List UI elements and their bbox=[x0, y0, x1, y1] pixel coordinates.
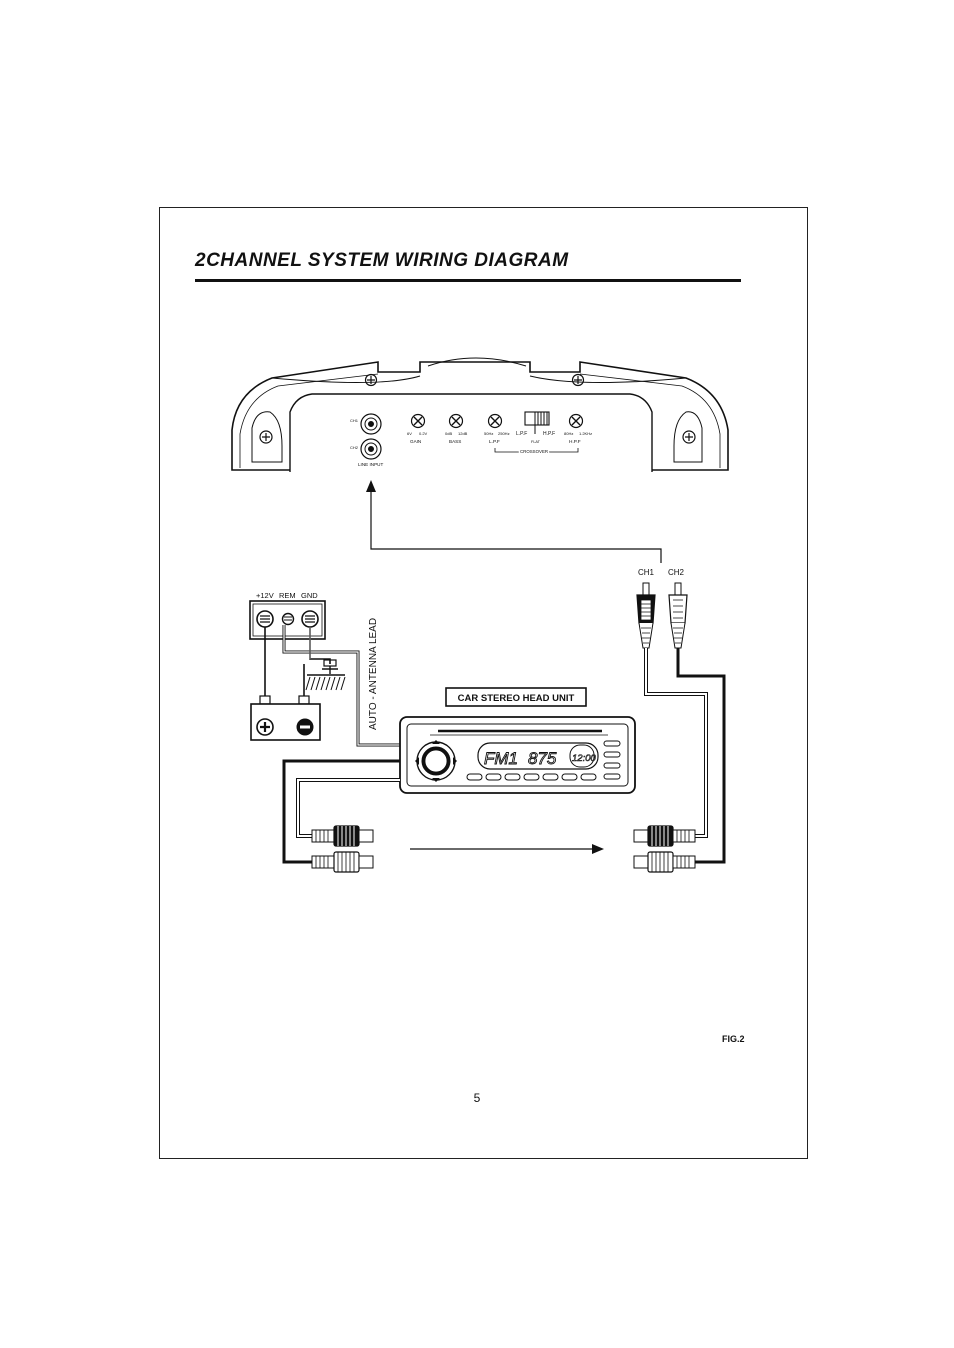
rca-cable-ch1 bbox=[644, 648, 708, 838]
switch-hpf-label: H.P.F bbox=[543, 431, 555, 437]
line-input-jack-ch1 bbox=[360, 413, 382, 435]
page-number: 5 bbox=[473, 1091, 481, 1105]
bass-label: BASS bbox=[449, 439, 461, 444]
amplifier-top-ridge bbox=[271, 375, 687, 384]
rca-plug-left-bottom bbox=[311, 851, 374, 873]
side-button[interactable] bbox=[603, 740, 621, 747]
left-side-foot bbox=[251, 411, 283, 463]
amplifier bbox=[231, 357, 729, 472]
signal-arrow bbox=[366, 480, 662, 563]
head-unit-display bbox=[477, 742, 599, 770]
ground-icon bbox=[305, 659, 346, 691]
ch1-input-label: CH1 bbox=[350, 418, 359, 423]
preset-button[interactable] bbox=[485, 773, 502, 781]
amplifier-panel bbox=[289, 393, 653, 472]
side-button[interactable] bbox=[603, 751, 621, 758]
rca-plug-left-top bbox=[311, 825, 374, 847]
battery bbox=[250, 695, 321, 741]
amplifier-top-hump bbox=[427, 357, 527, 367]
preset-buttons bbox=[466, 773, 597, 781]
plus12v-label: +12V bbox=[256, 591, 274, 600]
side-button[interactable] bbox=[603, 762, 621, 769]
side-button[interactable] bbox=[603, 773, 621, 780]
screw-icon bbox=[259, 430, 273, 444]
display-frequency: 875 bbox=[528, 749, 557, 768]
battery-positive-icon bbox=[256, 718, 274, 736]
bass-min-label: 0dB bbox=[445, 431, 452, 436]
preset-button[interactable] bbox=[561, 773, 578, 781]
rca-plug-ch1 bbox=[636, 582, 656, 649]
display-clock: 12:00 bbox=[572, 753, 596, 764]
title-rule bbox=[195, 279, 741, 282]
hpf-label: H.P.F bbox=[569, 439, 581, 445]
rca-ch2-label: CH2 bbox=[668, 568, 685, 577]
power-terminal-block bbox=[249, 600, 326, 640]
hpf-max-label: 1.2KHz bbox=[579, 431, 592, 436]
screw-icon bbox=[682, 430, 696, 444]
hpf-min-label: 80Hz bbox=[564, 431, 573, 436]
amplifier-inner-line bbox=[239, 373, 721, 468]
preset-button[interactable] bbox=[466, 773, 483, 781]
switch-lpf-label: L.P.F bbox=[516, 431, 527, 437]
lpf-min-label: 50Hz bbox=[484, 431, 493, 436]
head-unit bbox=[399, 716, 636, 794]
lpf-max-label: 250Hz bbox=[498, 431, 510, 436]
gnd-label: GND bbox=[301, 591, 318, 600]
power-wires bbox=[264, 625, 402, 747]
gain-knob bbox=[410, 413, 426, 429]
preset-button[interactable] bbox=[542, 773, 559, 781]
screw-icon bbox=[364, 373, 378, 387]
rca-plug-right-top bbox=[633, 825, 696, 847]
lpf-knob bbox=[487, 413, 503, 429]
head-unit-label: CAR STEREO HEAD UNIT bbox=[458, 693, 575, 704]
switch-flat-label: FLAT bbox=[531, 440, 541, 444]
crossover-bracket bbox=[494, 448, 579, 453]
page-frame bbox=[159, 207, 808, 1159]
side-buttons bbox=[603, 740, 621, 780]
rca-plug-ch2 bbox=[668, 582, 688, 649]
antenna-lead-label: AUTO - ANTENNA LEAD bbox=[368, 618, 379, 730]
gain-label: GAIN bbox=[410, 439, 421, 444]
gnd-terminal bbox=[301, 610, 319, 628]
preset-button[interactable] bbox=[580, 773, 597, 781]
head-unit-label-box bbox=[445, 687, 587, 707]
rem-label: REM bbox=[279, 591, 296, 600]
page-title: 2CHANNEL SYSTEM WIRING DIAGRAM bbox=[195, 250, 569, 271]
volume-knob[interactable] bbox=[415, 740, 457, 782]
rca-plug-right-bottom bbox=[633, 851, 696, 873]
crossover-label: CROSSOVER bbox=[520, 449, 548, 454]
right-side-foot bbox=[673, 411, 703, 463]
rca-ch1-label: CH1 bbox=[638, 568, 655, 577]
gain-min-label: 6V bbox=[407, 431, 412, 436]
figure-label: FIG.2 bbox=[722, 1034, 745, 1044]
crossover-switch bbox=[524, 411, 550, 434]
preset-button[interactable] bbox=[523, 773, 540, 781]
screw-icon bbox=[571, 373, 585, 387]
ch2-input-label: CH2 bbox=[350, 445, 359, 450]
line-input-label: LINE INPUT bbox=[358, 462, 383, 467]
head-unit-output-cable-left bbox=[282, 759, 400, 864]
preset-button[interactable] bbox=[504, 773, 521, 781]
bass-max-label: 12dB bbox=[458, 431, 468, 436]
plus12v-terminal bbox=[256, 610, 274, 628]
bass-knob bbox=[448, 413, 464, 429]
rca-cable-ch2 bbox=[676, 648, 726, 864]
rem-terminal bbox=[281, 612, 295, 626]
line-input-jack-ch2 bbox=[360, 438, 382, 460]
battery-negative-icon bbox=[296, 718, 314, 736]
connection-arrow bbox=[410, 844, 604, 854]
lpf-label: L.P.F bbox=[489, 439, 500, 445]
hpf-knob bbox=[568, 413, 584, 429]
gain-max-label: 0.2V bbox=[419, 431, 428, 436]
display-band: FM1 bbox=[484, 749, 518, 768]
